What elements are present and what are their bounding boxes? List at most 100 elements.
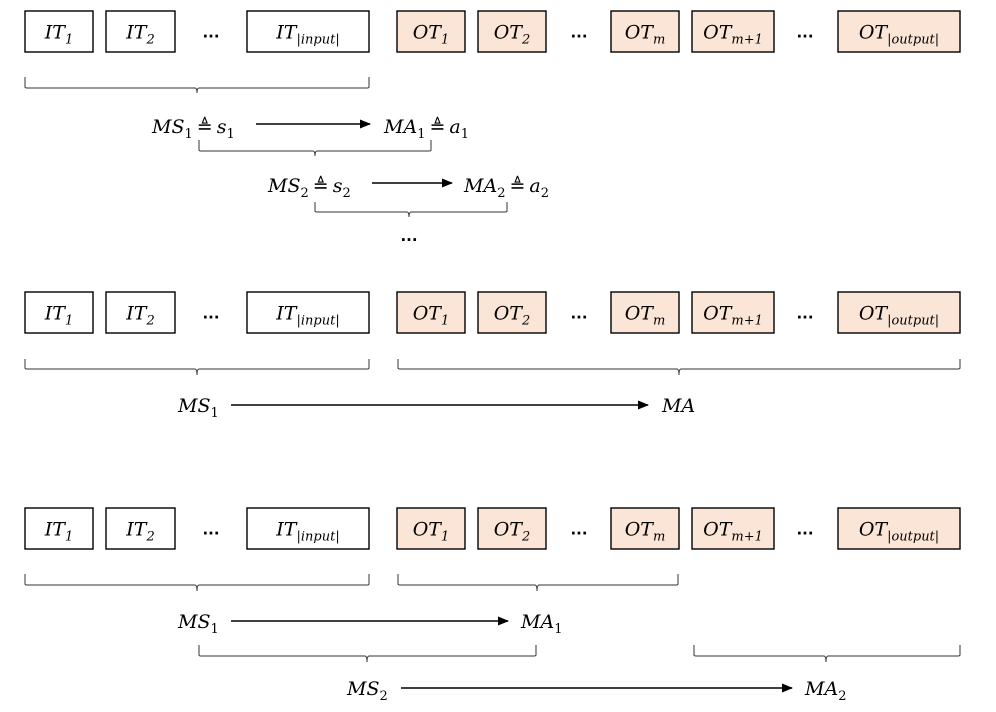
output-token-label: OT1 bbox=[413, 303, 450, 329]
ellipsis: ... bbox=[796, 305, 813, 323]
state-ms2-label: MS2≜s2 bbox=[267, 175, 351, 201]
output-token-m1: OTm+1 bbox=[691, 507, 775, 550]
continuation-dots: ... bbox=[400, 227, 417, 245]
input-token-box bbox=[24, 291, 94, 334]
output-token-label: OT|output| bbox=[859, 22, 939, 48]
action-ma1-label: MA1≜a1 bbox=[383, 116, 469, 142]
output-token-label: OT|output| bbox=[859, 519, 939, 545]
input-token-2: IT2 bbox=[105, 10, 176, 53]
input-token-2: IT2 bbox=[105, 507, 176, 550]
state-ms1-label-3: MS1 bbox=[177, 611, 219, 637]
output-token-box bbox=[691, 10, 775, 53]
action-ma2-label-3: MA2 bbox=[804, 678, 846, 704]
output-token-label: OTm bbox=[625, 22, 666, 48]
output-token-label: OTm+1 bbox=[703, 22, 763, 48]
output-token-label: OTm bbox=[625, 519, 666, 545]
input-token-box bbox=[24, 10, 94, 53]
input-token-1: IT1 bbox=[24, 10, 94, 53]
ellipsis: ... bbox=[796, 521, 813, 539]
token-row-3: IT1 IT2... IT|input| OT1 OT2... OTm OTm+1... OT… bbox=[24, 507, 961, 550]
panel-1: MS1≜s1 MA1≜a1 MS2≜s2 MA2≜a2 ... bbox=[24, 77, 549, 245]
input-token-label: IT2 bbox=[125, 519, 154, 545]
ellipsis: ... bbox=[202, 521, 219, 539]
brace-output-rest bbox=[693, 645, 961, 663]
output-token-1: OT1 bbox=[396, 291, 466, 334]
output-token-box bbox=[691, 291, 775, 334]
output-token-box bbox=[837, 507, 961, 550]
input-token-box bbox=[105, 291, 176, 334]
output-token-box bbox=[477, 507, 547, 550]
output-token-box bbox=[610, 507, 680, 550]
brace-ms1-ma1 bbox=[198, 645, 537, 663]
output-token-box bbox=[837, 291, 961, 334]
output-token-box bbox=[477, 291, 547, 334]
output-token-label: OT2 bbox=[494, 22, 531, 48]
input-token-box bbox=[24, 507, 94, 550]
input-token-input: IT|input| bbox=[246, 291, 370, 334]
brace-output-2 bbox=[397, 359, 961, 376]
output-token-box bbox=[396, 291, 466, 334]
action-ma2-label: MA2≜a2 bbox=[463, 175, 549, 201]
input-token-label: IT|input| bbox=[275, 519, 339, 545]
output-token-box bbox=[837, 10, 961, 53]
input-token-label: IT1 bbox=[44, 22, 73, 48]
output-token-2: OT2 bbox=[477, 291, 547, 334]
input-token-label: IT|input| bbox=[275, 303, 339, 329]
state-ms2-label-3: MS2 bbox=[346, 678, 388, 704]
input-token-box bbox=[105, 507, 176, 550]
state-ms1-label-2: MS1 bbox=[177, 395, 219, 421]
output-token-label: OTm bbox=[625, 303, 666, 329]
ellipsis: ... bbox=[202, 305, 219, 323]
brace-input-3 bbox=[24, 574, 370, 592]
token-row-2: IT1 IT2... IT|input| OT1 OT2... OTm OTm+1... OT… bbox=[24, 291, 961, 334]
output-token-m: OTm bbox=[610, 291, 680, 334]
output-token-box bbox=[691, 507, 775, 550]
output-token-label: OTm+1 bbox=[703, 303, 763, 329]
output-token-box bbox=[610, 10, 680, 53]
output-token-box bbox=[396, 507, 466, 550]
input-token-input: IT|input| bbox=[246, 507, 370, 550]
input-token-input: IT|input| bbox=[246, 10, 370, 53]
brace-s1-a1 bbox=[198, 140, 432, 157]
input-token-2: IT2 bbox=[105, 291, 176, 334]
brace-input-1 bbox=[24, 77, 370, 94]
output-token-output: OT|output| bbox=[837, 291, 961, 334]
output-token-label: OT1 bbox=[413, 22, 450, 48]
input-token-1: IT1 bbox=[24, 291, 94, 334]
input-token-label: IT1 bbox=[44, 303, 73, 329]
output-token-box bbox=[610, 291, 680, 334]
brace-input-2 bbox=[24, 359, 370, 376]
input-token-label: IT2 bbox=[125, 303, 154, 329]
panel-3: MS1 MA1 MS2 MA2 bbox=[24, 574, 961, 704]
output-token-label: OTm+1 bbox=[703, 519, 763, 545]
output-token-label: OT2 bbox=[494, 303, 531, 329]
input-token-box bbox=[246, 10, 370, 53]
brace-output-first-m bbox=[397, 574, 679, 592]
output-token-box bbox=[396, 10, 466, 53]
output-token-label: OT1 bbox=[413, 519, 450, 545]
output-token-m1: OTm+1 bbox=[691, 291, 775, 334]
output-token-m: OTm bbox=[610, 10, 680, 53]
output-token-output: OT|output| bbox=[837, 10, 961, 53]
input-token-label: IT|input| bbox=[275, 22, 339, 48]
ellipsis: ... bbox=[570, 24, 587, 42]
state-ms1-label: MS1≜s1 bbox=[151, 116, 235, 142]
output-token-box bbox=[477, 10, 547, 53]
output-token-1: OT1 bbox=[396, 507, 466, 550]
input-token-box bbox=[246, 291, 370, 334]
action-ma-label: MA bbox=[661, 395, 695, 417]
input-token-1: IT1 bbox=[24, 507, 94, 550]
input-token-box bbox=[105, 10, 176, 53]
output-token-2: OT2 bbox=[477, 10, 547, 53]
output-token-m: OTm bbox=[610, 507, 680, 550]
input-token-label: IT1 bbox=[44, 519, 73, 545]
ellipsis: ... bbox=[796, 24, 813, 42]
ellipsis: ... bbox=[570, 305, 587, 323]
output-token-label: OT2 bbox=[494, 519, 531, 545]
brace-s2-a2 bbox=[314, 202, 508, 218]
ellipsis: ... bbox=[570, 521, 587, 539]
input-token-box bbox=[246, 507, 370, 550]
